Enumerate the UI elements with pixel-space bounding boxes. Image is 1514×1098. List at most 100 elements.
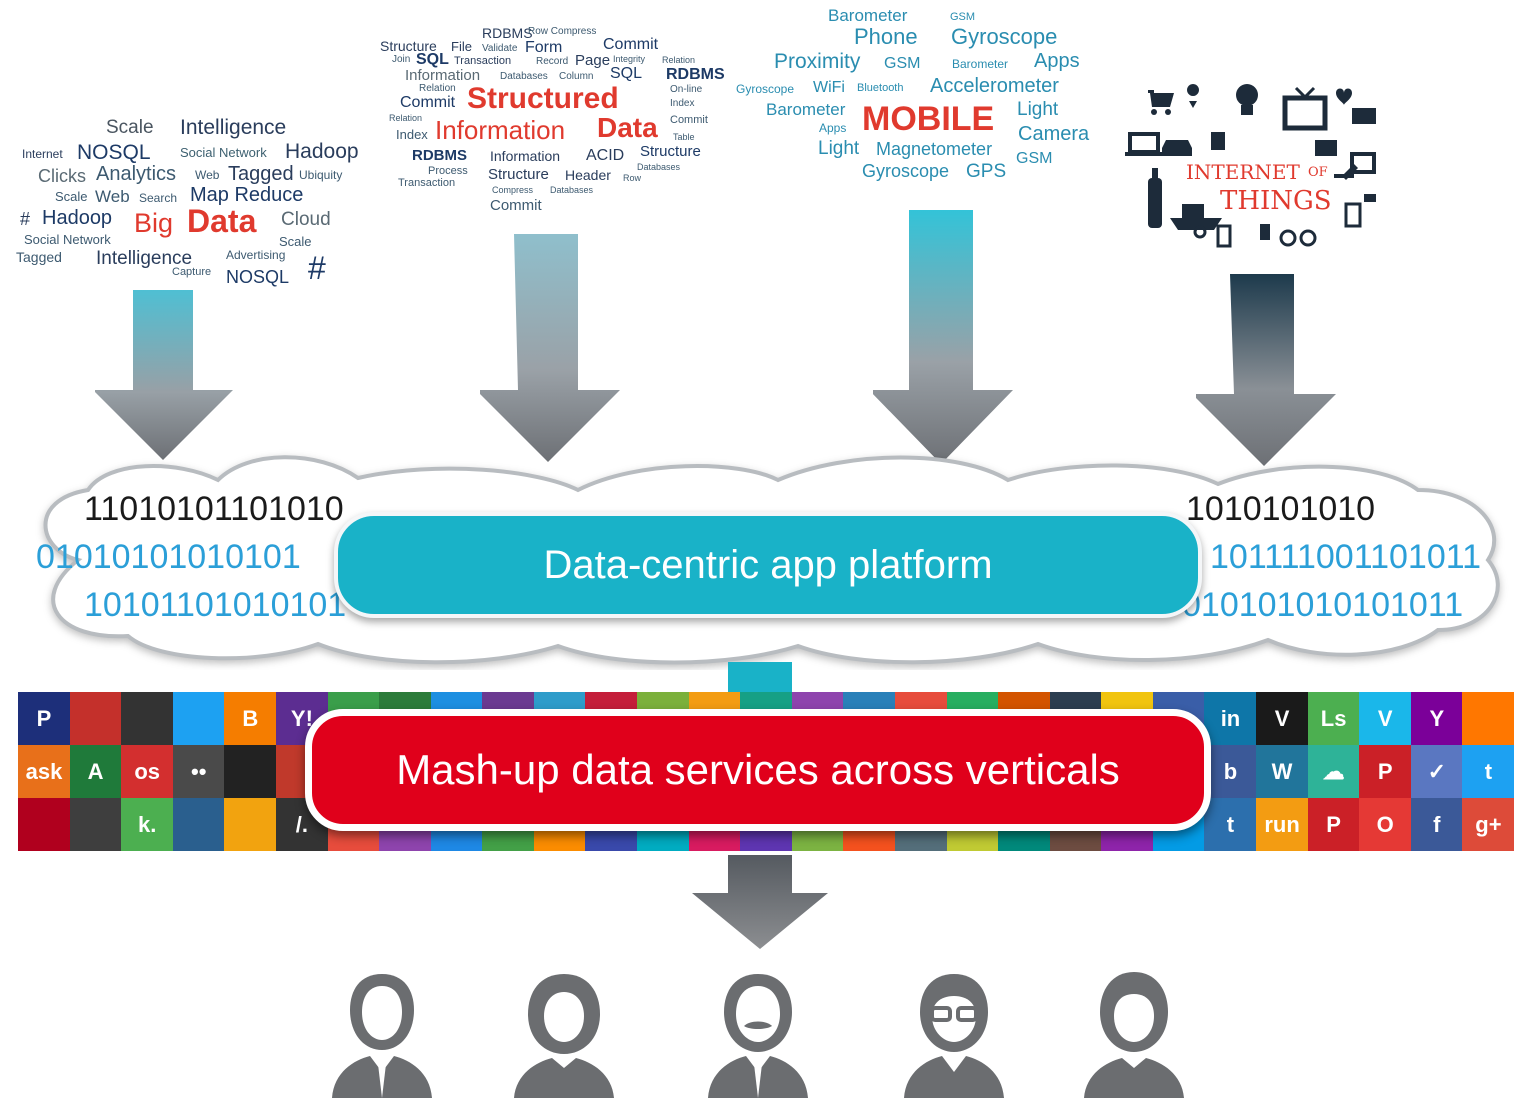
service-tile: ✓ xyxy=(1410,745,1463,798)
arrow-down-mobile xyxy=(873,210,1013,464)
wc-word: GPS xyxy=(966,161,1007,182)
wc-word: Hadoop xyxy=(42,207,113,229)
wc-word: Search xyxy=(139,191,178,205)
service-tile: •• xyxy=(172,745,225,798)
wc-word: Internet xyxy=(22,147,63,161)
wc-word: Record xyxy=(536,56,569,67)
wc-word: Information xyxy=(490,148,561,164)
service-tile: B xyxy=(224,692,277,745)
arrow-down-users xyxy=(692,855,828,949)
wc-word: Gyroscope xyxy=(951,24,1058,49)
mashup-label: Mash-up data services across verticals xyxy=(396,746,1120,793)
wc-word: Commit xyxy=(490,197,542,214)
service-tile xyxy=(1462,692,1514,745)
service-tile: P xyxy=(18,692,70,745)
user-icon-support-agent xyxy=(514,974,614,1098)
wc-word: Information xyxy=(435,115,566,145)
wc-word: Apps xyxy=(819,121,847,135)
user-icon-glasses xyxy=(904,974,1004,1098)
service-tile: V xyxy=(1256,692,1309,745)
wc-word: Light xyxy=(818,138,860,159)
wc-word: SQL xyxy=(610,65,643,82)
wc-word: Gyroscope xyxy=(862,161,950,181)
iot-icons xyxy=(1125,84,1376,248)
wc-word: Header xyxy=(565,167,611,183)
service-tile: t xyxy=(1204,798,1257,851)
service-tile: run xyxy=(1256,798,1309,851)
wc-word: Join xyxy=(392,54,411,65)
wc-word: Data xyxy=(187,203,257,239)
iot-title-internet: INTERNET xyxy=(1186,160,1300,184)
wc-word: Table xyxy=(673,132,695,142)
wc-word: Compress xyxy=(492,185,534,195)
wc-word: Commit xyxy=(670,114,708,126)
wc-word: Capture xyxy=(172,266,212,278)
binary-right-row1: 1010101010 xyxy=(1186,490,1376,528)
service-tile: V xyxy=(1359,692,1412,745)
wc-word: Tagged xyxy=(16,249,62,265)
wc-word: Relation xyxy=(389,113,423,123)
service-tile xyxy=(224,745,277,798)
service-tile xyxy=(121,692,174,745)
service-tile: A xyxy=(69,745,122,798)
wc-word: Clicks xyxy=(38,166,86,186)
wc-word: Relation xyxy=(419,83,456,94)
wc-word: Bluetooth xyxy=(857,82,904,94)
wc-word: Column xyxy=(559,71,594,82)
wc-word: Validate xyxy=(482,43,518,54)
service-tile xyxy=(172,692,225,745)
wc-word: Web xyxy=(95,187,130,206)
wc-word: Barometer xyxy=(828,6,908,25)
wc-word: Databases xyxy=(550,185,594,195)
wc-word: GSM xyxy=(1016,150,1053,167)
arrow-down-structured xyxy=(480,234,620,462)
binary-left-row1: 11010101101010 xyxy=(84,490,344,528)
service-tile: P xyxy=(1359,745,1412,798)
wc-word: RDBMS xyxy=(666,66,725,83)
wc-word: Barometer xyxy=(766,100,846,119)
wc-word: RDBMS xyxy=(482,25,533,41)
user-icon-young-man xyxy=(1084,972,1184,1098)
service-tile xyxy=(18,798,70,851)
wc-word: SQL xyxy=(416,51,449,68)
service-tile: O xyxy=(1359,798,1412,851)
wc-word: Magnetometer xyxy=(876,139,993,159)
service-tile xyxy=(172,798,225,851)
wc-word: Barometer xyxy=(952,57,1009,71)
service-tile: b xyxy=(1204,745,1257,798)
word-cloud-area: Scale Intelligence Internet NOSQL Social… xyxy=(0,0,1514,330)
wc-word: GSM xyxy=(884,55,921,72)
binary-left-row3: 10101101010101 xyxy=(84,586,347,624)
service-tile: ask xyxy=(18,745,70,798)
wc-word: NOSQL xyxy=(226,267,290,287)
service-tile xyxy=(69,798,122,851)
wc-word: Structure xyxy=(640,143,701,160)
service-tile: /. xyxy=(275,798,328,851)
wc-word: Structured xyxy=(467,82,619,115)
wc-word: Light xyxy=(1017,99,1059,120)
wc-word: WiFi xyxy=(813,79,845,96)
wc-word: Index xyxy=(670,98,695,109)
binary-left-row2: 01010101010101 xyxy=(36,538,301,576)
wc-word: Camera xyxy=(1018,123,1090,145)
service-tile xyxy=(69,692,122,745)
wc-word: Information xyxy=(405,67,481,84)
wc-word: Intelligence xyxy=(96,248,193,269)
wc-word: Commit xyxy=(400,94,456,111)
wc-word: Form xyxy=(525,39,563,56)
wc-word: MOBILE xyxy=(862,100,995,138)
wc-word: GSM xyxy=(950,11,976,23)
wc-word: # xyxy=(308,250,326,286)
wc-word: File xyxy=(451,39,472,54)
wc-word: RDBMS xyxy=(412,147,467,164)
service-tile: in xyxy=(1204,692,1257,745)
service-tile: Ls xyxy=(1307,692,1360,745)
mashup-banner: Mash-up data services across verticals xyxy=(305,709,1211,831)
wc-word: Transaction xyxy=(454,55,512,67)
wc-word: Tagged xyxy=(228,163,294,185)
wc-word: Big xyxy=(134,208,174,238)
wc-word: Apps xyxy=(1034,50,1080,72)
service-tile: ☁ xyxy=(1307,745,1360,798)
platform-label: Data-centric app platform xyxy=(543,542,993,587)
wc-word: Proximity xyxy=(774,50,861,73)
